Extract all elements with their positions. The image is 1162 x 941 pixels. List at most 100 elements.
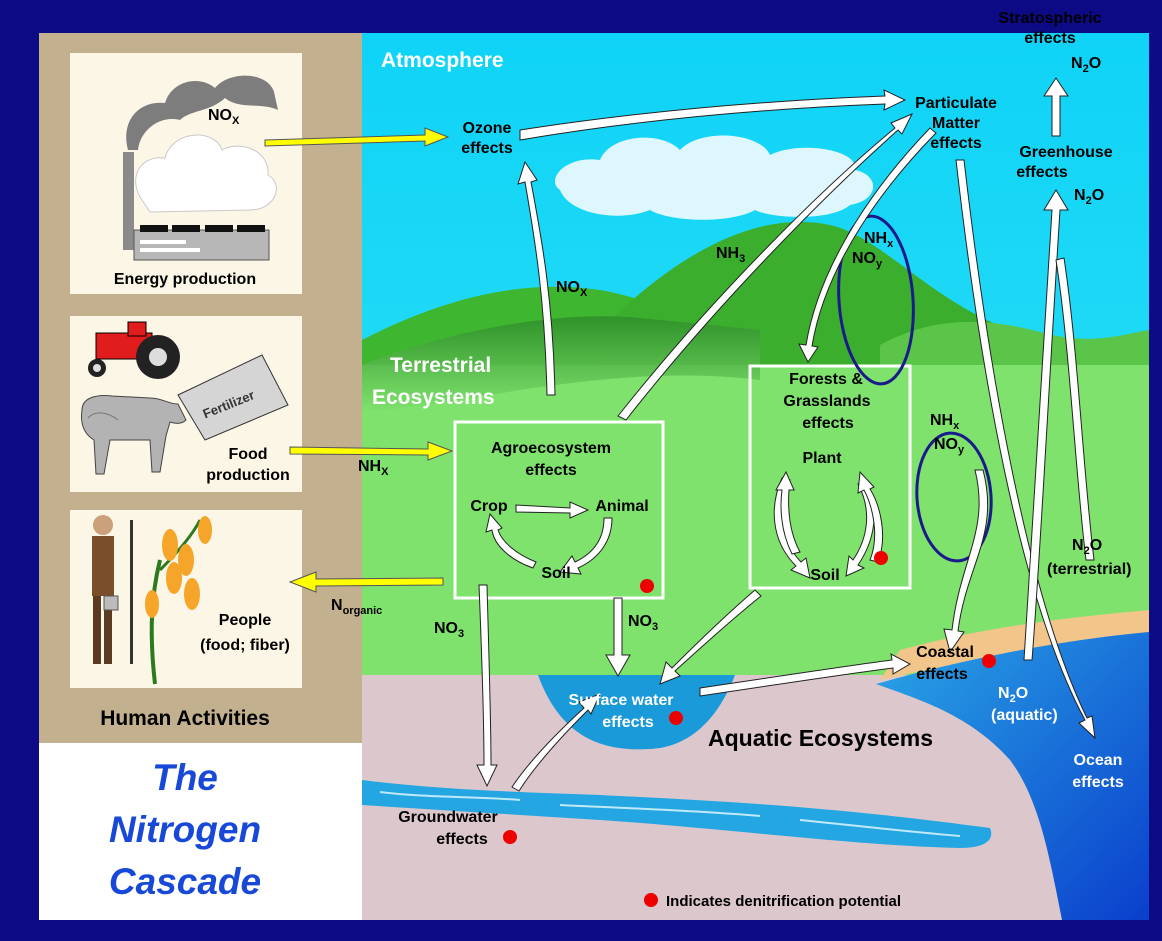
denitrification-markers (503, 551, 996, 844)
aquatic-ecosystems-label: Aquatic Ecosystems (708, 725, 933, 751)
food-production-label-line2: production (206, 467, 290, 484)
groundwater-river (362, 780, 992, 848)
arrow-surface-to-coastal (699, 653, 912, 697)
factory-icon (133, 229, 270, 261)
flow-n2o-aquatic-label: N2O (998, 685, 1028, 705)
denitrification-dot-forest (874, 551, 888, 565)
ozone-label-line2: effects (461, 140, 513, 157)
stratospheric-label-line1: Stratospheric (998, 10, 1101, 27)
arrow-forest-to-surface (659, 589, 762, 685)
atmosphere-label: Atmosphere (381, 49, 504, 72)
terrestrial-label-line2: Ecosystems (372, 386, 495, 409)
deposition-ellipse-coast (915, 431, 993, 563)
particulate-label-line1: Particulate (915, 95, 997, 112)
ocean-label-line2: effects (1072, 774, 1124, 791)
flow-norganic-label: Norganic (331, 597, 382, 617)
tractor-icon (88, 321, 180, 379)
arrow-soil-to-plant-right (857, 470, 884, 563)
farmer-icon (92, 515, 133, 664)
animal-label: Animal (595, 498, 648, 515)
flow-no3-center-label: NO3 (628, 613, 658, 633)
flow-n2o-aquatic-qualifier: (aquatic) (991, 707, 1058, 724)
flow-nox-label: NOX (556, 279, 588, 299)
deposition-ellipse-forest (837, 214, 915, 386)
agro-soil-label: Soil (541, 565, 570, 582)
denitrification-dot-agro (640, 579, 654, 593)
agroecosystem-box (453, 420, 665, 600)
cloud-icon (554, 135, 874, 220)
arrow-soil-to-plant-left (775, 470, 801, 555)
arrow-agro-to-ozone (517, 160, 556, 396)
crop-field (362, 316, 760, 412)
arrow-agro-to-groundwater (476, 584, 498, 788)
ocean-label-line1: Ocean (1074, 752, 1123, 769)
arrow-ozone-to-particulate (519, 89, 907, 141)
human-activities-panel: Energy production NOX Fertilizer Fo (39, 33, 362, 920)
node-labels: Ozone effects Particulate Matter effects… (398, 10, 1124, 848)
flow-deposition-coast-nhx: NHx (930, 412, 960, 432)
energy-nox-label: NOX (208, 107, 240, 127)
legend: Indicates denitrification potential (644, 893, 901, 910)
cascade-title-line3: Cascade (109, 861, 261, 902)
flow-labels: NOX NHX NH3 Norganic NO3 NO3 N2O N2O N2O… (331, 55, 1131, 724)
flow-deposition-coast-noy: NOy (934, 436, 965, 456)
forests-label-line3: effects (802, 415, 854, 432)
cow-icon (81, 395, 187, 475)
crop-label: Crop (470, 498, 508, 515)
denitrification-dot-surface (669, 711, 683, 725)
terrestrial-label-line1: Terrestrial (390, 354, 491, 377)
energy-production-card: Energy production NOX (70, 53, 302, 294)
groundwater-label-line2: effects (436, 831, 488, 848)
cascade-title-line2: Nitrogen (109, 809, 261, 850)
arrow-food-to-agro (289, 441, 454, 461)
arrow-agro-to-particulate (617, 113, 914, 421)
arrow-groundwater-to-surface (511, 693, 601, 792)
flow-nh3-label: NH3 (716, 245, 745, 265)
grain-stalk-icon (145, 516, 212, 685)
forest-soil-label: Soil (810, 567, 839, 584)
coastal-label-line2: effects (916, 666, 968, 683)
flow-deposition-forest-noy: NOy (852, 250, 883, 270)
food-production-card: Fertilizer Food production (70, 316, 302, 492)
cascade-title-line1: The (152, 757, 218, 798)
legend-dot (644, 893, 658, 907)
fertilizer-bag-icon: Fertilizer (177, 354, 289, 441)
arrow-soil-to-crop (485, 512, 537, 569)
forests-label-line1: Forests & (789, 371, 863, 388)
river-ripples (379, 791, 961, 837)
plant-label: Plant (802, 450, 842, 467)
particulate-label-line2: Matter (932, 115, 980, 132)
people-label-line1: People (219, 612, 272, 629)
arrow-to-greenhouse (1023, 189, 1069, 661)
people-label-line2: (food; fiber) (200, 637, 290, 654)
greenhouse-label-line2: effects (1016, 164, 1068, 181)
flow-n2o-terrestrial-qualifier: (terrestrial) (1047, 561, 1131, 578)
arrow-terrestrial-n2o (1055, 257, 1095, 561)
human-arrows (264, 127, 454, 593)
background (362, 33, 1149, 920)
energy-production-label: Energy production (114, 271, 256, 288)
surface-water-lake (538, 675, 735, 750)
forests-label-line2: Grasslands (783, 393, 870, 410)
flow-arrows (476, 77, 1096, 792)
agroecosystem-label-line2: effects (525, 462, 577, 479)
arrow-particulate-to-ocean (955, 159, 1096, 740)
smokestack-icon (123, 152, 134, 250)
surface-water-label-line1: Surface water (569, 692, 674, 709)
food-production-label-line1: Food (228, 446, 267, 463)
agroecosystem-label-line1: Agroecosystem (491, 440, 611, 457)
arrow-greenhouse-to-stratospheric (1043, 77, 1069, 137)
stratospheric-label-line2: effects (1024, 30, 1076, 47)
flow-deposition-forest-nhx: NHx (864, 230, 894, 250)
white-smoke-icon (135, 134, 277, 213)
arrow-energy-to-ozone (264, 127, 450, 147)
greenhouse-label-line1: Greenhouse (1019, 144, 1112, 161)
flow-n2o-greenhouse-label: N2O (1074, 187, 1104, 207)
arrow-animal-to-soil (559, 517, 613, 575)
flow-n2o-stratospheric-label: N2O (1071, 55, 1101, 75)
ozone-label-line1: Ozone (463, 120, 512, 137)
human-activities-title: Human Activities (100, 707, 270, 730)
flow-n2o-terrestrial-label: N2O (1072, 537, 1102, 557)
